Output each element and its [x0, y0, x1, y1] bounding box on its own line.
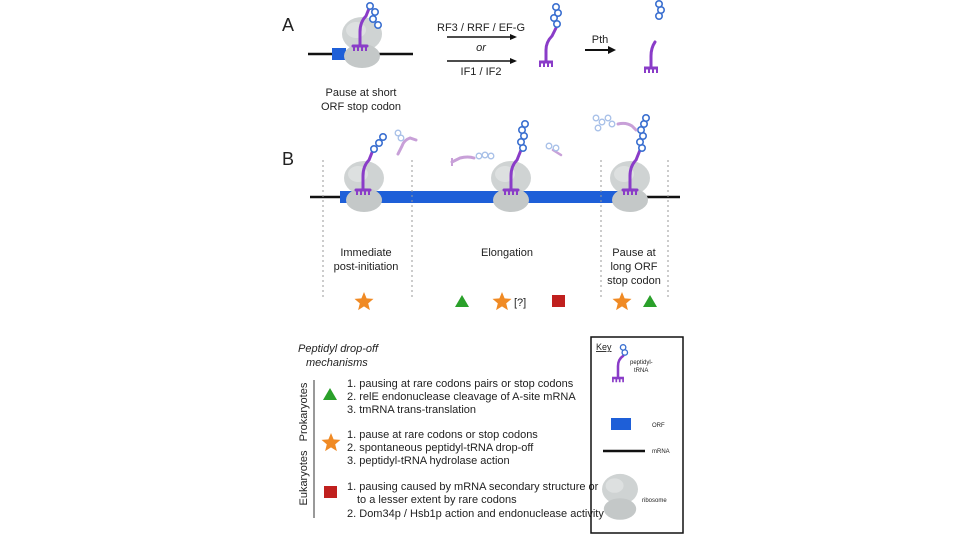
panel-a-factor-top: RF3 / RRF / EF-G: [437, 22, 525, 34]
dropoff-small-peptide: [546, 143, 561, 155]
star-item-3: 3. peptidyl-tRNA hydrolase action: [347, 455, 510, 467]
panel-b-letter: B: [282, 149, 294, 169]
legend-triangle: [323, 388, 337, 400]
panel-b-orf-bar-join: [340, 191, 620, 203]
panel-a-caption-1: Pause at short: [326, 87, 397, 99]
key-ribosome-icon: [602, 474, 638, 520]
panel-a-or: or: [476, 42, 487, 54]
stage1-label-2: post-initiation: [334, 261, 399, 273]
dropoff-trna-termination: [593, 115, 636, 131]
symbol-star-termination: [613, 292, 632, 310]
stage3-label-3: stop codon: [607, 275, 661, 287]
tri-item-3: 3. tmRNA trans-translation: [347, 404, 476, 416]
panel-a-letter: A: [282, 15, 294, 35]
stage1-label-1: Immediate: [340, 247, 391, 259]
dropoff-trna-initiation: [395, 130, 416, 154]
key-title: Key: [596, 342, 612, 352]
symbol-square-elongation: [552, 295, 565, 307]
legend-square: [324, 486, 337, 498]
panel-a-arrowhead-bottom: [510, 58, 517, 64]
legend-star: [322, 433, 341, 451]
eukaryotes-label: Eukaryotes: [298, 450, 310, 506]
key-trna-label-1: peptidyl-: [630, 360, 653, 366]
panel-a-factor-bottom: IF1 / IF2: [461, 66, 502, 78]
stage3-label-2: long ORF: [610, 261, 657, 273]
key-box: [591, 337, 683, 533]
panel-a-pth-arrowhead: [608, 46, 616, 54]
peptide-elongation: [518, 121, 528, 151]
stage3-label-1: Pause at: [612, 247, 655, 259]
released-peptidyl-trna: [539, 4, 561, 67]
free-peptide: [656, 1, 664, 19]
sq-item-3: 2. Dom34p / Hsb1p action and endonucleas…: [347, 508, 604, 520]
panel-a-pth-label: Pth: [592, 34, 609, 46]
key-trna-icon: [612, 345, 627, 383]
stage2-label: Elongation: [481, 247, 533, 259]
panel-a-arrowhead-top: [510, 34, 517, 40]
symbol-triangle-termination: [643, 295, 657, 307]
sq-item-1: 1. pausing caused by mRNA secondary stru…: [347, 481, 599, 493]
mechanisms-title-2: mechanisms: [306, 357, 368, 369]
key-mrna-label: mRNA: [652, 449, 670, 455]
symbol-star-elongation: [493, 292, 512, 310]
key-ribosome-label: ribosome: [642, 498, 667, 504]
sq-item-2: to a lesser extent by rare codons: [357, 494, 517, 506]
panel-a-caption-2: ORF stop codon: [321, 101, 401, 113]
key-orf-label: ORF: [652, 423, 665, 429]
key-trna-label-2: tRNA: [634, 368, 648, 374]
mechanisms-title-1: Peptidyl drop-off: [298, 343, 379, 355]
panel-a-orf-block: [332, 48, 346, 60]
tri-item-1: 1. pausing at rare codons pairs or stop …: [347, 378, 574, 390]
prokaryotes-label: Prokaryotes: [298, 382, 310, 441]
deacylated-trna: [644, 42, 658, 73]
star-item-1: 1. pause at rare codons or stop codons: [347, 429, 538, 441]
key-orf-swatch: [611, 418, 631, 430]
star-item-2: 2. spontaneous peptidyl-tRNA drop-off: [347, 442, 534, 454]
symbol-star-initiation: [355, 292, 374, 310]
peptide-termination: [637, 115, 649, 151]
symbol-question: [?]: [514, 297, 526, 309]
symbol-triangle-elongation: [455, 295, 469, 307]
dropoff-trna-elongation: [452, 152, 494, 166]
tri-item-2: 2. relE endonuclease cleavage of A-site …: [347, 391, 576, 403]
peptide-initiation: [371, 134, 386, 152]
